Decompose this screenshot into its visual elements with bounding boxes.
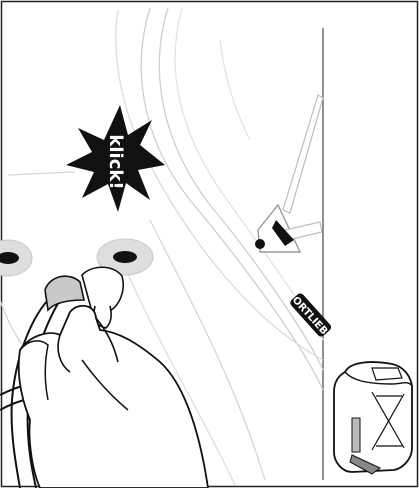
bag-thumbnail — [334, 362, 412, 474]
strap-rivet — [255, 239, 265, 249]
burst-text: klick! — [105, 134, 126, 189]
